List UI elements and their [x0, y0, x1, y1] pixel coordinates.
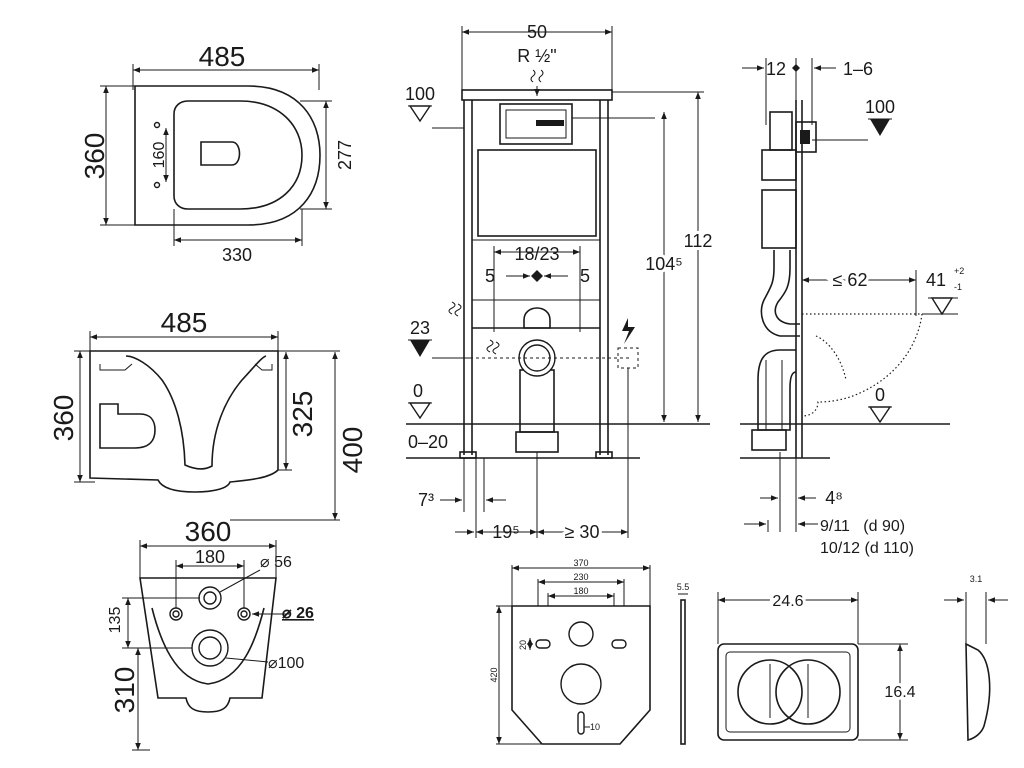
- min-30-label: ≥ 30: [565, 522, 600, 542]
- button-depth-label: 3.1: [970, 574, 983, 584]
- toilet-rear-view: 360 180 ⌀ 56 ⌀ 26 ⌀100 135 310: [107, 516, 314, 751]
- drain-diameter-label: ⌀100: [268, 655, 304, 672]
- toilet-side-view: 485 360 325 400: [48, 307, 368, 521]
- seat-41-tol-plus: +2: [954, 266, 964, 276]
- plate-height-label: 420: [489, 667, 499, 682]
- dim-4-label: 4⁸: [825, 488, 843, 508]
- button-width-label: 24.6: [772, 593, 803, 610]
- inner-trap: [125, 355, 267, 470]
- button-plate: [717, 643, 859, 741]
- toilet-top-view: 485 360 160 277 330: [79, 41, 355, 265]
- total-height-label: 400: [337, 427, 368, 474]
- frame-side-elevation: 12 1–6 100 ≤ 62 41 +2 -1 0: [740, 58, 964, 557]
- offset-left-label: 5: [485, 266, 495, 286]
- height-112-label: 112: [684, 231, 713, 251]
- side-height-label: 360: [48, 395, 79, 442]
- plate-inner-spacing-label: 180: [573, 586, 588, 596]
- seat-width-label: 330: [222, 245, 252, 265]
- bolt-spacing-label: 180: [195, 547, 225, 567]
- bolt-spacing-frame-label: 18/23: [514, 244, 559, 264]
- side-level-100-label: 100: [865, 97, 895, 117]
- outlet-spigot: [99, 403, 156, 449]
- plate-width-label: 370: [573, 558, 588, 568]
- frame-width-label: 50: [527, 22, 547, 42]
- bowl-outline: [134, 85, 321, 226]
- bowl-side-outline: [89, 350, 279, 493]
- bowl-phantom: [801, 313, 923, 417]
- flush-plate-frame: [499, 103, 573, 145]
- front-level-23-label: 23: [410, 318, 430, 338]
- plate-slot-width-label: 10: [590, 722, 600, 732]
- drain-opening: [200, 141, 241, 166]
- inlet-height-label: 325: [287, 391, 318, 438]
- seat-41-tol-minus: -1: [954, 282, 962, 292]
- rear-height-label: 310: [109, 667, 140, 714]
- front-level-100-label: 100: [405, 84, 435, 104]
- flush-button: 24.6 16.4 3.1: [717, 574, 1008, 742]
- side-width-label: 485: [161, 307, 208, 338]
- floor-range-label: 0–20: [408, 432, 448, 452]
- depth-12-label: 12: [766, 59, 786, 79]
- front-level-0-label: 0: [413, 381, 423, 401]
- plate-thickness-label: 5.5: [677, 582, 690, 592]
- cistern-body: [477, 149, 597, 237]
- rear-width-label: 360: [185, 516, 232, 547]
- drain-pipe: [519, 369, 555, 433]
- supply-label: R ½": [517, 46, 556, 66]
- frame-front-elevation: 50 R ½" 100 23: [405, 22, 715, 545]
- plate-slot-height-label: 20: [518, 640, 528, 650]
- mounting-plate: 370 230 180 420 20 10 5.5: [489, 558, 690, 745]
- holes-spacing-label: 160: [151, 142, 168, 169]
- foot-7-label: 7³: [418, 490, 434, 510]
- seat-depth-label: 277: [335, 140, 355, 170]
- seat-opening: [173, 100, 303, 210]
- pipe-110-label: 10/12 (d 110): [820, 540, 914, 557]
- top-depth-label: 360: [79, 133, 110, 180]
- height-104-label: 104⁵: [645, 254, 683, 274]
- depth-1-6-label: 1–6: [843, 59, 873, 79]
- offset-right-label: 5: [580, 266, 590, 286]
- button-profile: [965, 642, 991, 742]
- outlet-diameter-label: ⌀ 56: [260, 554, 292, 571]
- seat-41-label: 41: [926, 270, 946, 290]
- bolt-height-label: 135: [107, 607, 124, 634]
- drain-bend: [757, 349, 797, 431]
- reach-62-label: ≤ 62: [833, 270, 868, 290]
- foot-19-label: 19⁵: [492, 522, 519, 542]
- small-flush-button: [737, 659, 803, 725]
- side-level-0-label: 0: [875, 385, 885, 405]
- rear-outline: [139, 577, 277, 713]
- button-height-label: 16.4: [884, 684, 915, 701]
- pipe-90-label: 9/11 (d 90): [820, 518, 905, 535]
- bolt-diameter-label: ⌀ 26: [282, 605, 314, 622]
- top-width-label: 485: [199, 41, 246, 72]
- plate-outer-spacing-label: 230: [573, 572, 588, 582]
- large-flush-button: [775, 659, 841, 725]
